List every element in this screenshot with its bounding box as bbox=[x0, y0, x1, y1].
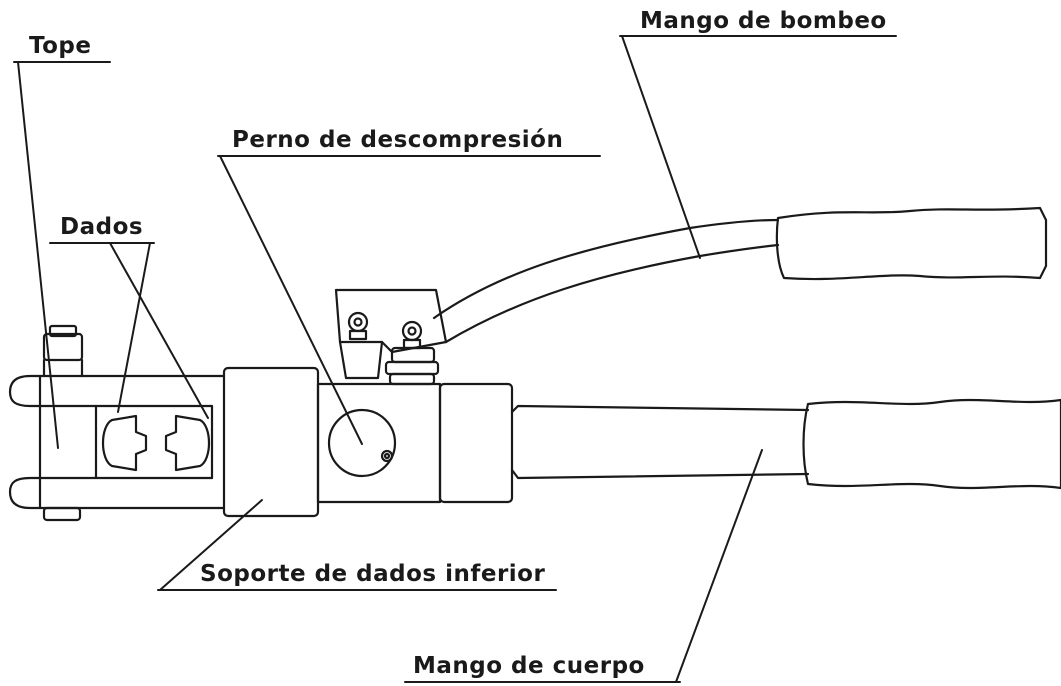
pivot-bolts bbox=[347, 311, 440, 386]
pump-handle-grip bbox=[775, 206, 1048, 281]
pump-handle bbox=[334, 206, 1048, 380]
stop-bolt bbox=[42, 332, 84, 362]
body-handle-grip bbox=[802, 398, 1061, 490]
label-mango-cuerpo: Mango de cuerpo bbox=[413, 653, 645, 679]
label-perno-descompresion: Perno de descompresión bbox=[232, 127, 564, 153]
label-tope: Tope bbox=[29, 33, 92, 59]
leader-lines bbox=[13, 35, 897, 683]
cylinder-body bbox=[222, 366, 514, 518]
die-seat bbox=[101, 414, 148, 472]
release-valve-knob bbox=[327, 408, 397, 478]
body-handle bbox=[510, 398, 1061, 490]
crimping-head bbox=[8, 324, 226, 522]
label-soporte-dados-inferior: Soporte de dados inferior bbox=[200, 561, 546, 587]
label-dados: Dados bbox=[60, 214, 144, 240]
label-mango-bombeo: Mango de bombeo bbox=[640, 8, 887, 34]
pump-pivot-bracket bbox=[334, 288, 448, 354]
